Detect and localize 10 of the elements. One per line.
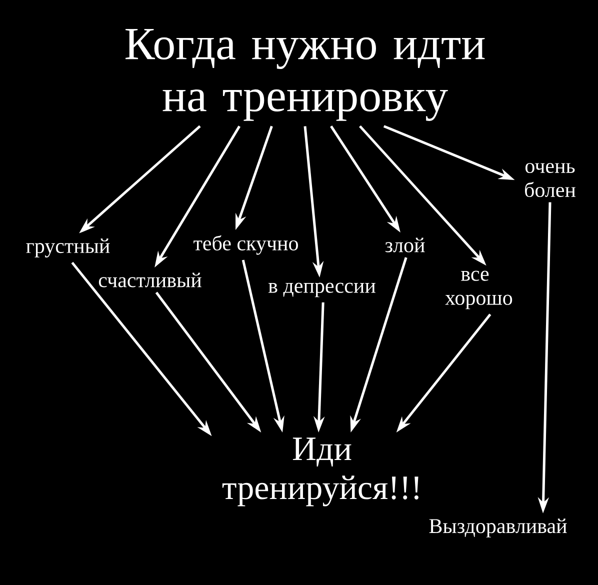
result-text: Выздоравливай bbox=[429, 518, 567, 538]
state-label: очень болен bbox=[525, 162, 576, 198]
state-label: тебе скучно bbox=[194, 235, 298, 255]
state-label: в депрессии bbox=[268, 282, 376, 298]
state-label: счастливый bbox=[98, 272, 202, 288]
state-label: злой bbox=[385, 238, 425, 252]
state-label: все хорошо bbox=[445, 270, 512, 310]
title-text: Когда нужно идти на тренировку bbox=[126, 28, 485, 122]
result-text: Иди тренируйся!!! bbox=[222, 438, 418, 506]
state-label: грустный bbox=[26, 238, 110, 258]
